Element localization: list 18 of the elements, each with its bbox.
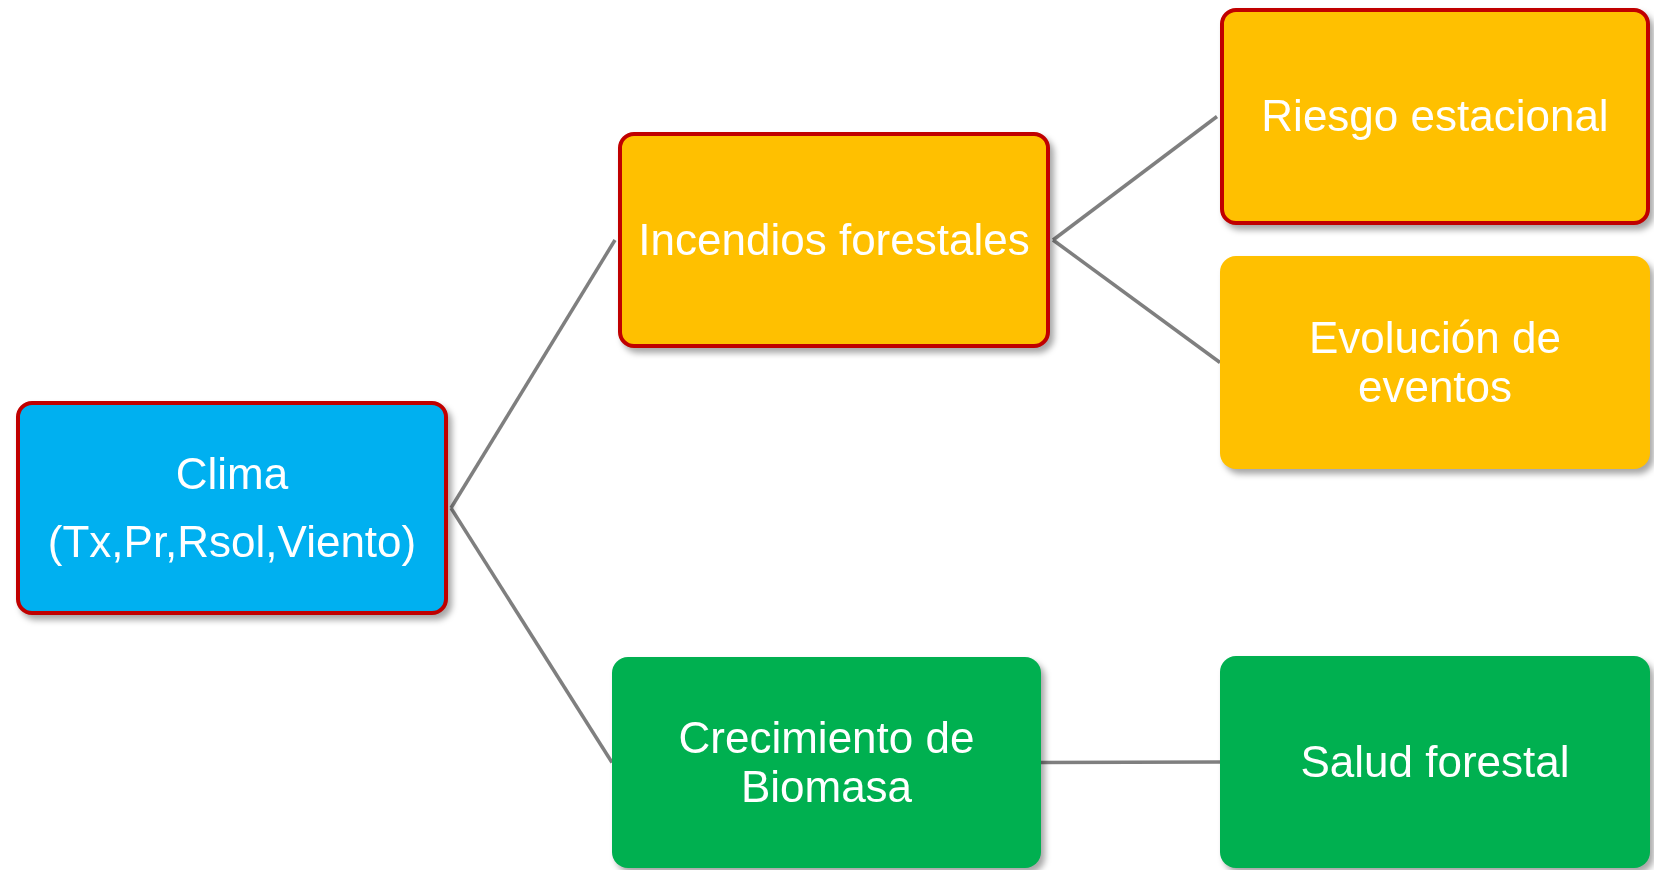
process-box bbox=[1220, 656, 1650, 868]
box-label: Evolución de eventos bbox=[1308, 314, 1562, 411]
box-label: Crecimiento de Biomasa bbox=[677, 714, 976, 811]
connector-line bbox=[449, 507, 614, 764]
process-box bbox=[618, 132, 1050, 348]
process-box bbox=[16, 401, 448, 615]
process-box bbox=[612, 657, 1041, 868]
connector-line bbox=[1051, 238, 1222, 364]
connector-line bbox=[449, 239, 617, 509]
box-label: (Tx,Pr,Rsol,Viento) bbox=[47, 518, 417, 567]
connector-line bbox=[1041, 760, 1220, 765]
box-label: Clima bbox=[175, 449, 289, 498]
box-label: Incendios forestales bbox=[638, 215, 1030, 265]
process-box bbox=[1220, 8, 1650, 225]
connector-line bbox=[1051, 115, 1219, 242]
process-box bbox=[1220, 256, 1650, 469]
box-label: Riesgo estacional bbox=[1261, 92, 1609, 141]
box-label: Salud forestal bbox=[1300, 737, 1570, 787]
